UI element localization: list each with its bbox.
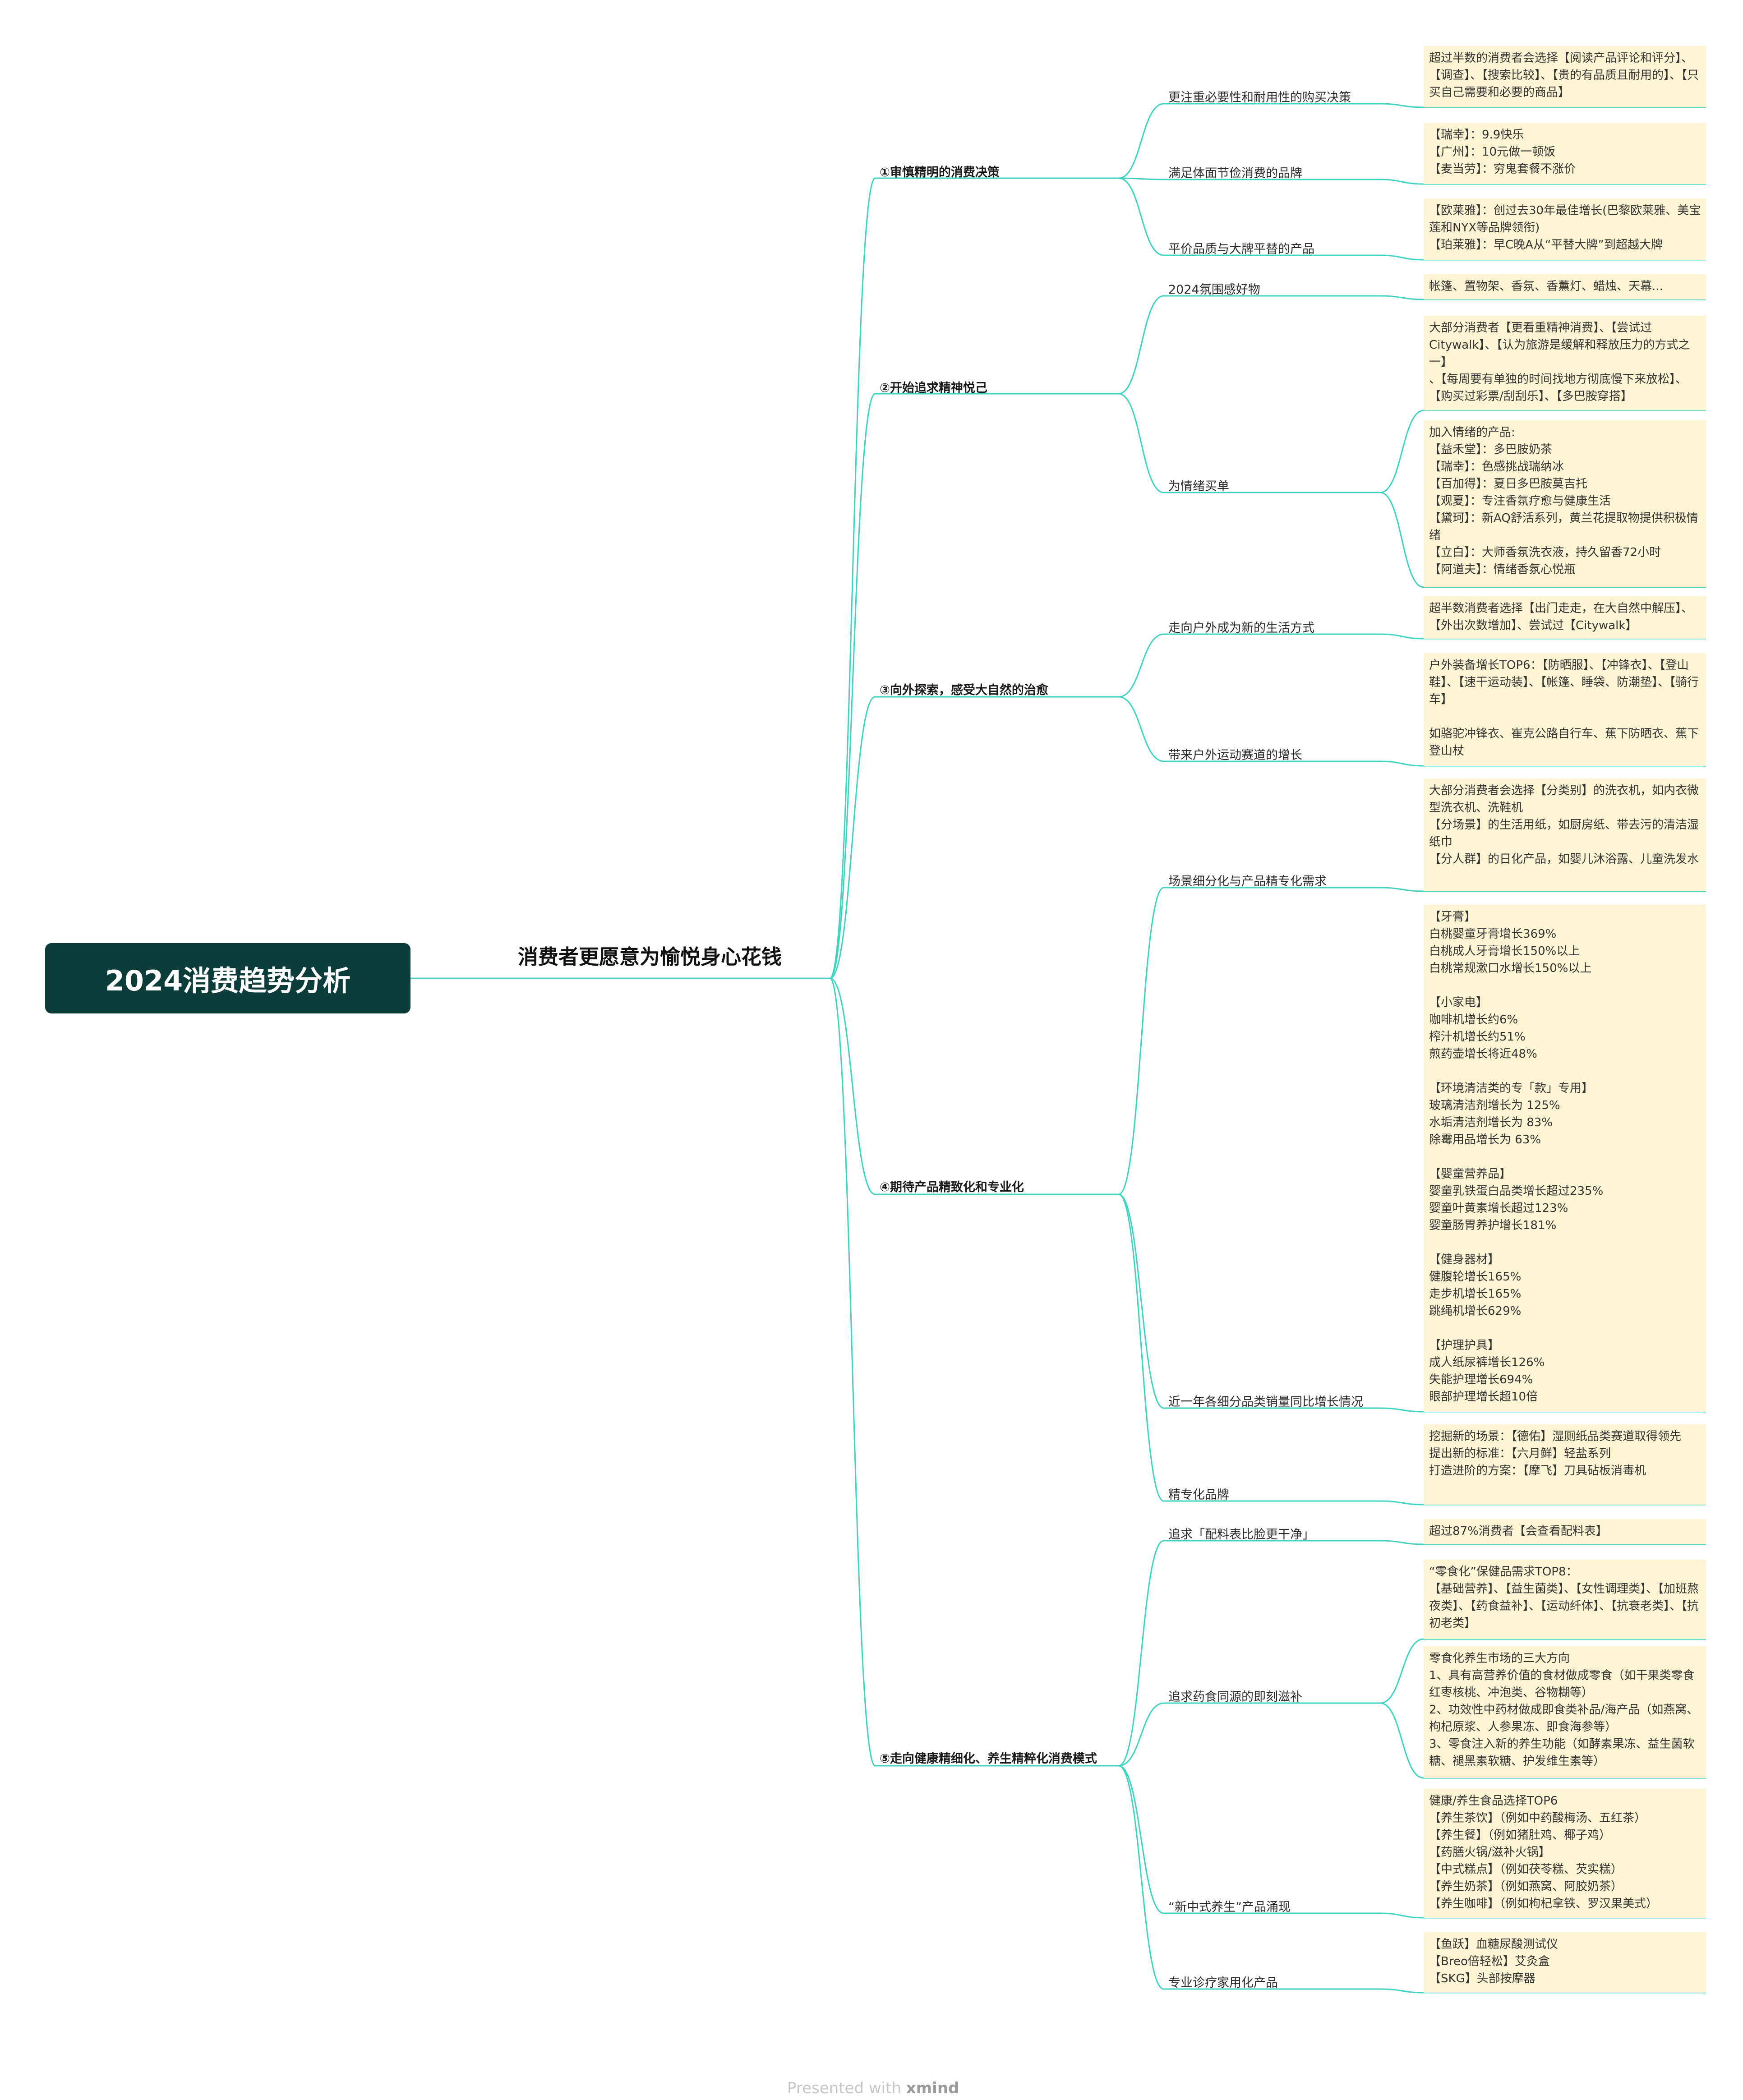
subtopic[interactable]: 追求「配料表比脸更干净」 bbox=[1168, 1528, 1314, 1542]
branch-topic[interactable]: ⑤走向健康精细化、养生精粹化消费模式 bbox=[880, 1752, 1097, 1766]
subtopic[interactable]: 场景细分化与产品精专化需求 bbox=[1168, 875, 1327, 889]
connector-curve bbox=[1380, 103, 1424, 108]
note: 挖掘新的场景：【德佑】湿厕纸品类赛道取得领先 提出新的标准：【六月鲜】轻盐系列 … bbox=[1424, 1424, 1706, 1505]
connector-curve bbox=[1118, 1765, 1164, 1990]
connector-curve bbox=[830, 977, 876, 1195]
subtopic[interactable]: 更注重必要性和耐用性的购买决策 bbox=[1168, 91, 1351, 105]
subtopic[interactable]: 为情绪买单 bbox=[1168, 479, 1229, 493]
note: 【鱼跃】血糖尿酸测试仪 【Breo倍轻松】艾灸盒 【SKG】头部按摩器 bbox=[1424, 1932, 1706, 1993]
branch-topic[interactable]: ②开始追求精神悦己 bbox=[880, 381, 987, 395]
connector-curve bbox=[1380, 179, 1424, 185]
connector-curve bbox=[1380, 1540, 1424, 1545]
connector-curve bbox=[1118, 177, 1164, 256]
connector-curve bbox=[830, 393, 876, 979]
connector-curve bbox=[1380, 1988, 1424, 1994]
connector-curve bbox=[829, 177, 876, 979]
connector-curve bbox=[1380, 492, 1424, 588]
note: 超过半数的消费者会选择【阅读产品评论和评分】、【调查】、【搜索比较】、【贵的有品… bbox=[1424, 46, 1706, 107]
subtopic[interactable]: 走向户外成为新的生活方式 bbox=[1168, 621, 1314, 635]
connector-curve bbox=[1118, 177, 1164, 180]
branch-topic[interactable]: ③向外探索，感受大自然的治愈 bbox=[880, 683, 1048, 697]
main-topic[interactable]: 消费者更愿意为愉悦身心花钱 bbox=[518, 945, 782, 969]
subtopic[interactable]: 带来户外运动赛道的增长 bbox=[1168, 748, 1302, 762]
connector-curve bbox=[1118, 393, 1164, 493]
note: 【瑞幸】：9.9快乐 【广州】：10元做一顿饭 【麦当劳】：穷鬼套餐不涨价 bbox=[1424, 123, 1706, 184]
footer-prefix: Presented with bbox=[787, 2079, 902, 2097]
connector-curve bbox=[1380, 1912, 1424, 1919]
connector-curve bbox=[829, 977, 876, 1767]
connector-curve bbox=[1380, 410, 1424, 493]
connector-curve bbox=[1380, 254, 1424, 261]
connector-curve bbox=[1380, 295, 1424, 300]
subtopic[interactable]: 平价品质与大牌平替的产品 bbox=[1168, 242, 1314, 256]
presented-with-xmind: Presented with xmind bbox=[787, 2079, 959, 2097]
note: 零食化养生市场的三大方向 1、具有高营养价值的食材做成零食（如干果类零食红枣核桃… bbox=[1424, 1646, 1706, 1778]
connector-curve bbox=[1380, 1500, 1424, 1506]
connector-curve bbox=[830, 696, 876, 979]
connector-curve bbox=[1118, 295, 1164, 395]
note: 加入情绪的产品: 【益禾堂】：多巴胺奶茶 【瑞幸】：色感挑战瑞纳冰 【百加得】：… bbox=[1424, 420, 1706, 587]
note: 健康/养生食品选择TOP6 【养生茶饮】（例如中药酸梅汤、五红茶） 【养生餐】（… bbox=[1424, 1789, 1706, 1918]
subtopic[interactable]: “新中式养生”产品涌现 bbox=[1168, 1900, 1291, 1914]
connector-curve bbox=[1118, 1193, 1164, 1409]
note: 大部分消费者【更看重精神消费】、【尝试过Citywalk】、【认为旅游是缓解和释… bbox=[1424, 316, 1706, 410]
note: 【欧莱雅】：创过去30年最佳增长(巴黎欧莱雅、美宝莲和NYX等品牌领衔) 【珀莱… bbox=[1424, 198, 1706, 260]
connector-curve bbox=[1118, 1193, 1164, 1502]
branch-topic[interactable]: ①审慎精明的消费决策 bbox=[880, 166, 1000, 180]
note: 超半数消费者选择【出门走走，在大自然中解压】、【外出次数增加】、尝试过【City… bbox=[1424, 596, 1706, 639]
note: 户外装备增长TOP6：【防晒服】、【冲锋衣】、【登山鞋】、【速干运动装】、【帐篷… bbox=[1424, 653, 1706, 766]
connector-curve bbox=[1380, 633, 1424, 640]
connector-curve bbox=[1118, 696, 1164, 762]
branch-topic[interactable]: ④期待产品精致化和专业化 bbox=[880, 1180, 1024, 1194]
connector-curve bbox=[1118, 633, 1164, 698]
connector-curve bbox=[1118, 1702, 1164, 1767]
connector-curve bbox=[1380, 1407, 1424, 1413]
subtopic[interactable]: 满足体面节俭消费的品牌 bbox=[1168, 166, 1302, 180]
connector-curve bbox=[1118, 1540, 1164, 1767]
note: 帐篷、置物架、香氛、香薰灯、蜡烛、天幕... bbox=[1424, 274, 1706, 299]
note: 【牙膏】 白桃婴童牙膏增长369% 白桃成人牙膏增长150%以上 白桃常规漱口水… bbox=[1424, 905, 1706, 1412]
footer-brand: xmind bbox=[906, 2079, 959, 2097]
subtopic[interactable]: 追求药食同源的即刻滋补 bbox=[1168, 1690, 1302, 1704]
connector-curve bbox=[1118, 887, 1164, 1195]
note: 大部分消费者会选择【分类别】的洗衣机，如内衣微型洗衣机、洗鞋机 【分场景】的生活… bbox=[1424, 778, 1706, 891]
note: “零食化”保健品需求TOP8： 【基础营养】、【益生菌类】、【女性调理类】、【加… bbox=[1424, 1560, 1706, 1639]
connector-curve bbox=[1380, 760, 1424, 767]
subtopic[interactable]: 专业诊疗家用化产品 bbox=[1168, 1976, 1278, 1990]
subtopic[interactable]: 2024氛围感好物 bbox=[1168, 283, 1260, 297]
connector-curve bbox=[1118, 1765, 1164, 1914]
root-topic[interactable]: 2024消费趋势分析 bbox=[45, 943, 410, 1013]
subtopic[interactable]: 近一年各细分品类销量同比增长情况 bbox=[1168, 1395, 1363, 1409]
connector-curve bbox=[1118, 103, 1164, 179]
connector-curve bbox=[1380, 1702, 1424, 1779]
subtopic[interactable]: 精专化品牌 bbox=[1168, 1488, 1229, 1502]
note: 超过87%消费者【会查看配料表】 bbox=[1424, 1519, 1706, 1544]
connector-curve bbox=[1380, 887, 1424, 892]
connector-curve bbox=[1380, 1638, 1424, 1704]
